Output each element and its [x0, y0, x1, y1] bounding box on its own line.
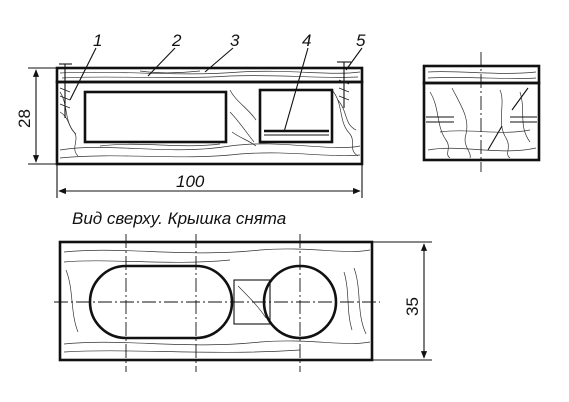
- body-grain: [59, 89, 361, 159]
- length-value: 100: [176, 172, 205, 191]
- height-dimension: 28: [15, 67, 57, 165]
- callout-5: 5: [356, 31, 366, 50]
- top-view: 35: [54, 234, 432, 372]
- end-grain: [427, 71, 537, 159]
- height-value: 28: [15, 109, 34, 128]
- end-hidden-edge: [487, 87, 529, 151]
- callout-2: 2: [171, 31, 182, 50]
- end-body-outline: [422, 81, 541, 162]
- width-value: 35: [403, 297, 422, 316]
- partition-grain: [229, 89, 257, 147]
- top-view-caption: Вид сверху. Крышка снята: [72, 209, 286, 228]
- nail-left: [59, 63, 72, 118]
- end-lid-outline: [422, 64, 541, 85]
- lid-outline: [55, 66, 364, 84]
- body-outline: [55, 80, 364, 166]
- width-dimension: 35: [372, 241, 432, 361]
- main-slot: [88, 264, 234, 340]
- callout-1: 1: [93, 31, 102, 50]
- top-body-outline: [58, 240, 374, 362]
- blade-cavity: [258, 88, 334, 144]
- callout-3: 3: [230, 31, 240, 50]
- callout-4: 4: [302, 31, 311, 50]
- lid-grain: [59, 70, 361, 79]
- main-cavity: [83, 90, 228, 144]
- side-section-view: 1 2 3 4 5 28 100: [15, 31, 366, 198]
- end-view: [422, 52, 541, 172]
- top-grain: [63, 248, 371, 353]
- nail-right: [337, 61, 351, 108]
- callout-leaders: [69, 47, 363, 133]
- length-dimension: 100: [56, 164, 363, 198]
